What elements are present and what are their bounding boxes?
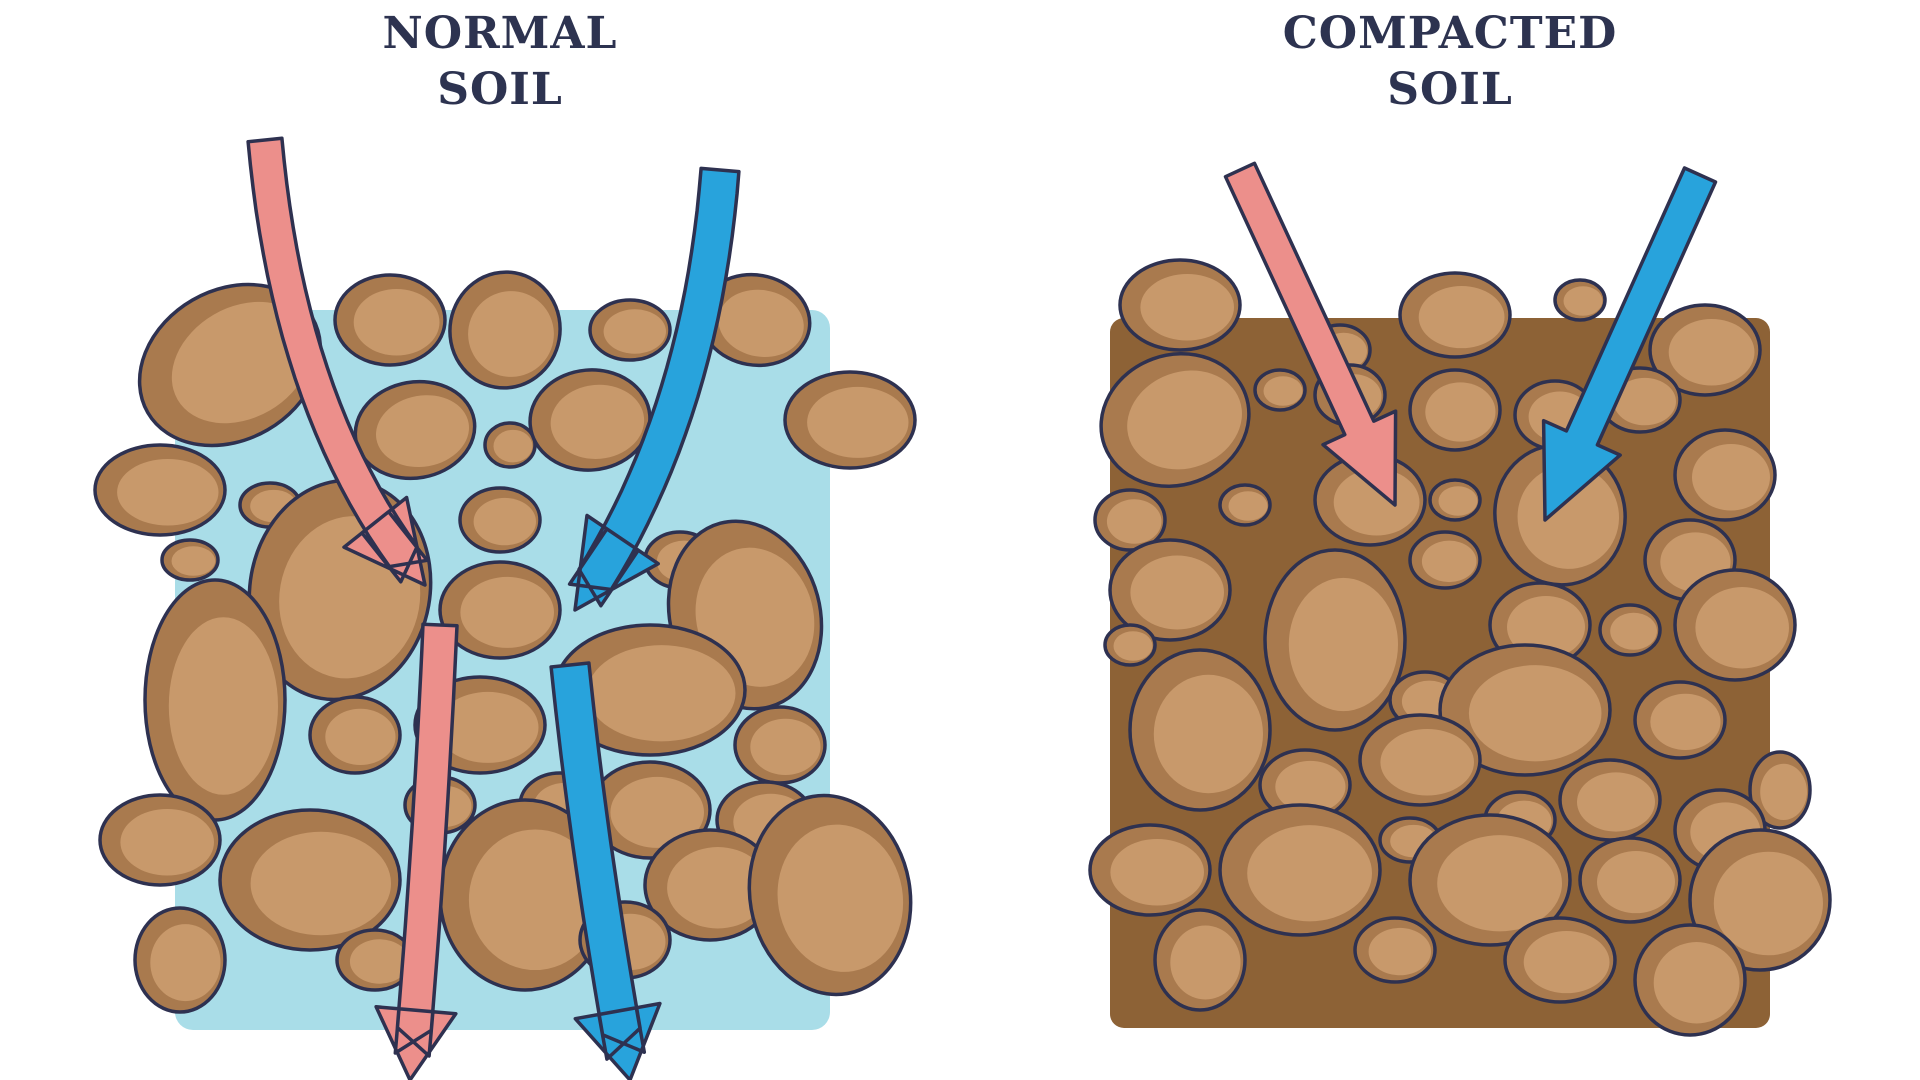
compacted-soil-arrows: [1223, 161, 1718, 522]
soil-particle: [143, 578, 287, 822]
soil-particle: [1408, 530, 1482, 590]
water-arrow: [567, 166, 741, 612]
soil-particle: [588, 298, 672, 362]
compacted-soil-title: COMPACTED SOIL: [1240, 6, 1660, 118]
soil-particle: [1503, 916, 1617, 1004]
soil-particle: [483, 421, 537, 469]
soil-particle: [448, 270, 562, 390]
soil-particle: [1353, 916, 1437, 984]
soil-particle: [1218, 483, 1272, 527]
compacted-soil-particles: [1088, 258, 1832, 1037]
soil-particle: [1673, 568, 1797, 682]
soil-particle: [1648, 303, 1762, 397]
soil-particle: [1553, 278, 1607, 322]
soil-particle: [733, 705, 827, 785]
soil-particle: [1633, 680, 1727, 760]
normal-soil-particles: [93, 270, 917, 1014]
soil-particle: [98, 793, 222, 887]
soil-particle: [1438, 643, 1612, 777]
soil-particle: [1128, 648, 1272, 812]
soil-particle: [1088, 823, 1212, 917]
soil-particle: [1428, 478, 1482, 522]
soil-particle: [133, 906, 227, 1014]
soil-particle: [1108, 538, 1232, 642]
soil-particle: [553, 623, 747, 757]
air-arrow: [374, 622, 459, 1080]
water-arrow: [549, 661, 662, 1080]
soil-particle: [1093, 488, 1167, 552]
soil-particle: [783, 370, 917, 470]
soil-particle: [698, 272, 812, 368]
soil-particle: [218, 808, 402, 952]
soil-particle: [458, 486, 542, 554]
normal-soil-title-line2: SOIL: [437, 64, 563, 115]
soil-particle: [137, 282, 323, 448]
soil-particle: [528, 368, 652, 472]
soil-particle: [747, 793, 913, 997]
soil-particle: [1118, 258, 1242, 352]
soil-particle: [438, 560, 562, 660]
soil-particle: [353, 379, 477, 481]
soil-particle: [308, 695, 402, 775]
soil-particle: [1633, 923, 1747, 1037]
soil-particle: [1673, 428, 1777, 522]
compacted-soil-title-line1: COMPACTED: [1282, 8, 1618, 59]
soil-particle: [1598, 603, 1662, 657]
soil-particle: [438, 798, 612, 992]
water-arrow: [1541, 166, 1718, 522]
soil-particle: [93, 443, 227, 537]
soil-particle: [1153, 908, 1247, 1012]
air-arrow: [246, 136, 429, 587]
soil-particle: [1558, 758, 1662, 842]
soil-particle: [588, 760, 712, 860]
soil-particle: [1263, 548, 1407, 732]
compacted-soil-panel: [1088, 161, 1832, 1037]
soil-particle: [1578, 836, 1682, 924]
normal-soil-title: NORMAL SOIL: [290, 6, 710, 118]
soil-particle: [333, 273, 447, 367]
soil-particle: [1218, 803, 1382, 937]
air-arrow: [1223, 161, 1398, 507]
soil-particle: [1408, 368, 1502, 452]
soil-particle: [160, 538, 220, 582]
soil-particle: [1408, 813, 1572, 947]
soil-particle: [1748, 750, 1812, 830]
compacted-soil-title-line2: SOIL: [1387, 64, 1513, 115]
soil-particle: [1099, 352, 1251, 488]
normal-soil-arrows: [246, 136, 741, 1080]
soil-particle: [1103, 623, 1157, 667]
soil-particle: [1688, 828, 1832, 972]
soil-particle: [1253, 368, 1307, 412]
soil-particle: [1398, 271, 1512, 359]
soil-particle: [1358, 713, 1482, 807]
normal-soil-title-line1: NORMAL: [382, 8, 618, 59]
soil-particle: [643, 828, 777, 942]
normal-soil-panel: [93, 136, 917, 1080]
